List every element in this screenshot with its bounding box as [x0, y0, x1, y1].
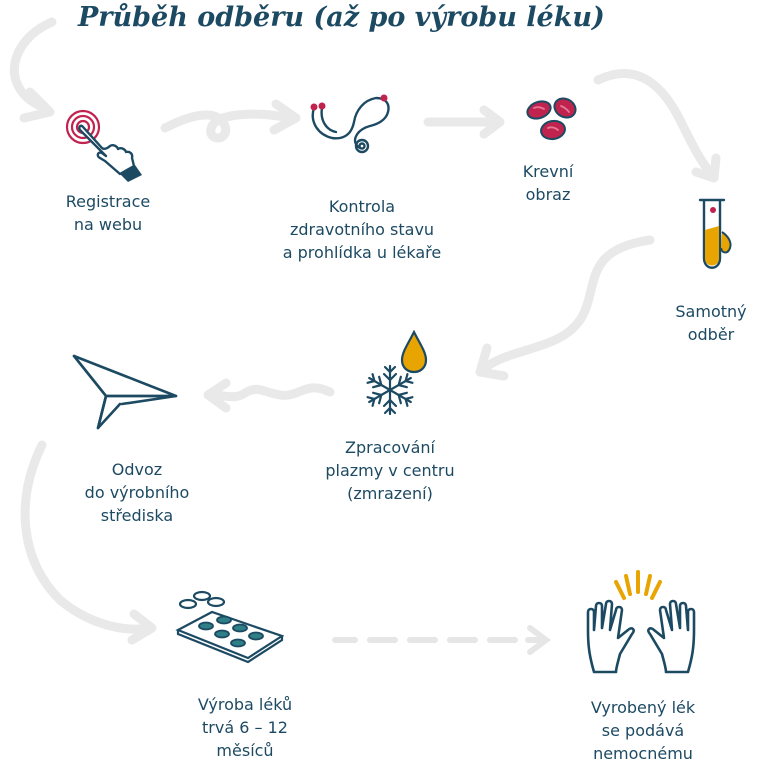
raised-hands-icon [586, 570, 696, 674]
arrow-start [9, 17, 57, 115]
snowflake-drop-icon [365, 330, 428, 416]
diagram-title: Průběh odběru (až po výrobu léku) [78, 2, 605, 33]
arrow-5-6 [207, 383, 335, 402]
arrow-3-4-head [691, 153, 721, 183]
arrow-start-head [19, 87, 55, 123]
arrow-7-8-head [527, 625, 551, 655]
arrow-6-7-head [127, 609, 157, 645]
arrow-3-4 [593, 69, 717, 180]
pills-icon [175, 590, 284, 664]
arrow-1-2 [160, 109, 295, 143]
arrow-2-3-head [479, 105, 505, 139]
arrow-4-5-head [475, 343, 509, 381]
arrow-6-7 [20, 440, 153, 634]
arrow-4-5 [480, 235, 655, 373]
test-tube-icon [698, 198, 732, 269]
paper-plane-icon [72, 354, 178, 430]
blood-cells-icon [526, 97, 577, 141]
arrow-1-2-head [269, 99, 301, 135]
stethoscope-icon [310, 94, 390, 154]
arrow-5-6-head [203, 378, 231, 413]
touch-hand-icon [65, 109, 142, 182]
